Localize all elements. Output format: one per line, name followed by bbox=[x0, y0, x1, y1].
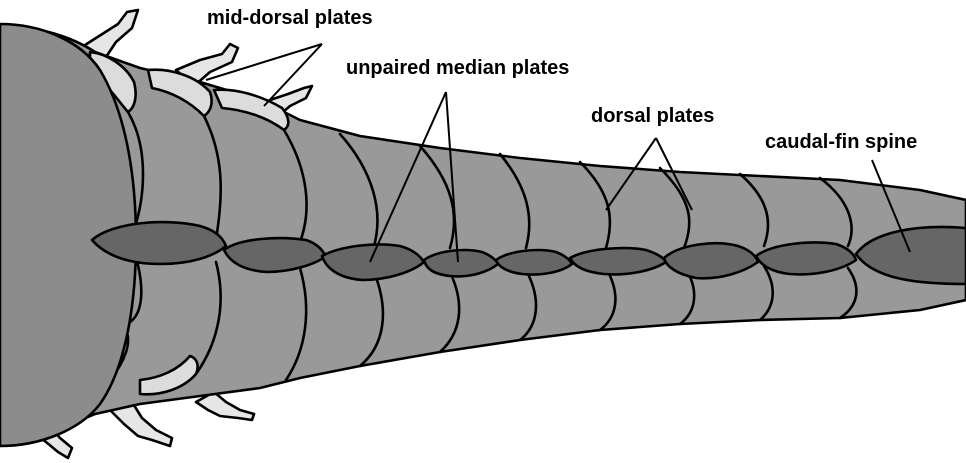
median-plate-5 bbox=[496, 250, 572, 274]
label-dorsal-plates: dorsal plates bbox=[591, 105, 714, 127]
label-unpaired-median-plates: unpaired median plates bbox=[346, 57, 569, 79]
label-mid-dorsal-plates: mid-dorsal plates bbox=[207, 7, 373, 29]
label-caudal-fin-spine: caudal-fin spine bbox=[765, 131, 917, 153]
